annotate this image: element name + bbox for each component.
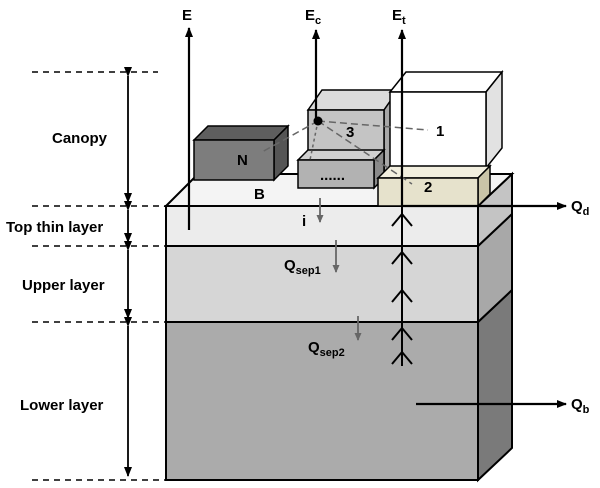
- qb-label: Qb: [571, 396, 590, 416]
- ec-label-sub: c: [315, 15, 321, 27]
- canopy-boxes: [192, 69, 504, 208]
- upper-layer-front: [165, 245, 479, 323]
- box-n-top: [192, 125, 290, 141]
- layer-boundaries: [32, 71, 166, 481]
- box-n-label: N: [237, 152, 248, 169]
- box-3-top: [306, 89, 400, 111]
- box-1-top: [388, 71, 504, 93]
- qd-label-main: Q: [571, 198, 583, 215]
- canopy-label: Canopy: [52, 130, 108, 147]
- junction-dot: [313, 116, 323, 126]
- qsep1-label-sub: sep1: [296, 265, 321, 277]
- top-thin-layer-front: [165, 205, 479, 247]
- ec-label-main: E: [305, 7, 315, 24]
- et-label-main: E: [392, 7, 402, 24]
- qd-label-sub: d: [583, 206, 590, 218]
- soil-column: [163, 171, 515, 483]
- i-label: i: [302, 213, 306, 230]
- box-dots-label: ......: [320, 167, 345, 184]
- top-thin-layer-label: Top thin layer: [6, 219, 103, 236]
- qsep1-label: Qsep1: [284, 257, 321, 277]
- e-label: E: [182, 7, 192, 24]
- box-dots-front: [297, 159, 375, 189]
- e-label-main: E: [182, 7, 192, 24]
- qsep2-label-main: Q: [308, 339, 320, 356]
- root-system: [391, 206, 413, 366]
- flux-arrows: [185, 27, 567, 408]
- et-label-sub: t: [402, 15, 406, 27]
- upper-layer-label: Upper layer: [22, 277, 105, 294]
- qb-label-main: Q: [571, 396, 583, 413]
- box-2-label: 2: [424, 179, 432, 196]
- qb-label-sub: b: [583, 404, 590, 416]
- qsep2-label-sub: sep2: [320, 347, 345, 359]
- lower-layer-label: Lower layer: [20, 397, 104, 414]
- qd-label: Qd: [571, 198, 589, 218]
- connection-lines: [261, 120, 429, 185]
- box-3-label: 3: [346, 124, 354, 141]
- box-b-label: B: [254, 186, 265, 203]
- percolation-arrows: [316, 198, 362, 341]
- box-n-front: [193, 139, 275, 181]
- qsep1-label-main: Q: [284, 257, 296, 274]
- box-1-label: 1: [436, 123, 444, 140]
- ec-label: Ec: [305, 7, 321, 27]
- qsep2-label: Qsep2: [308, 339, 345, 359]
- et-label: Et: [392, 7, 406, 27]
- lower-layer-front: [165, 321, 479, 481]
